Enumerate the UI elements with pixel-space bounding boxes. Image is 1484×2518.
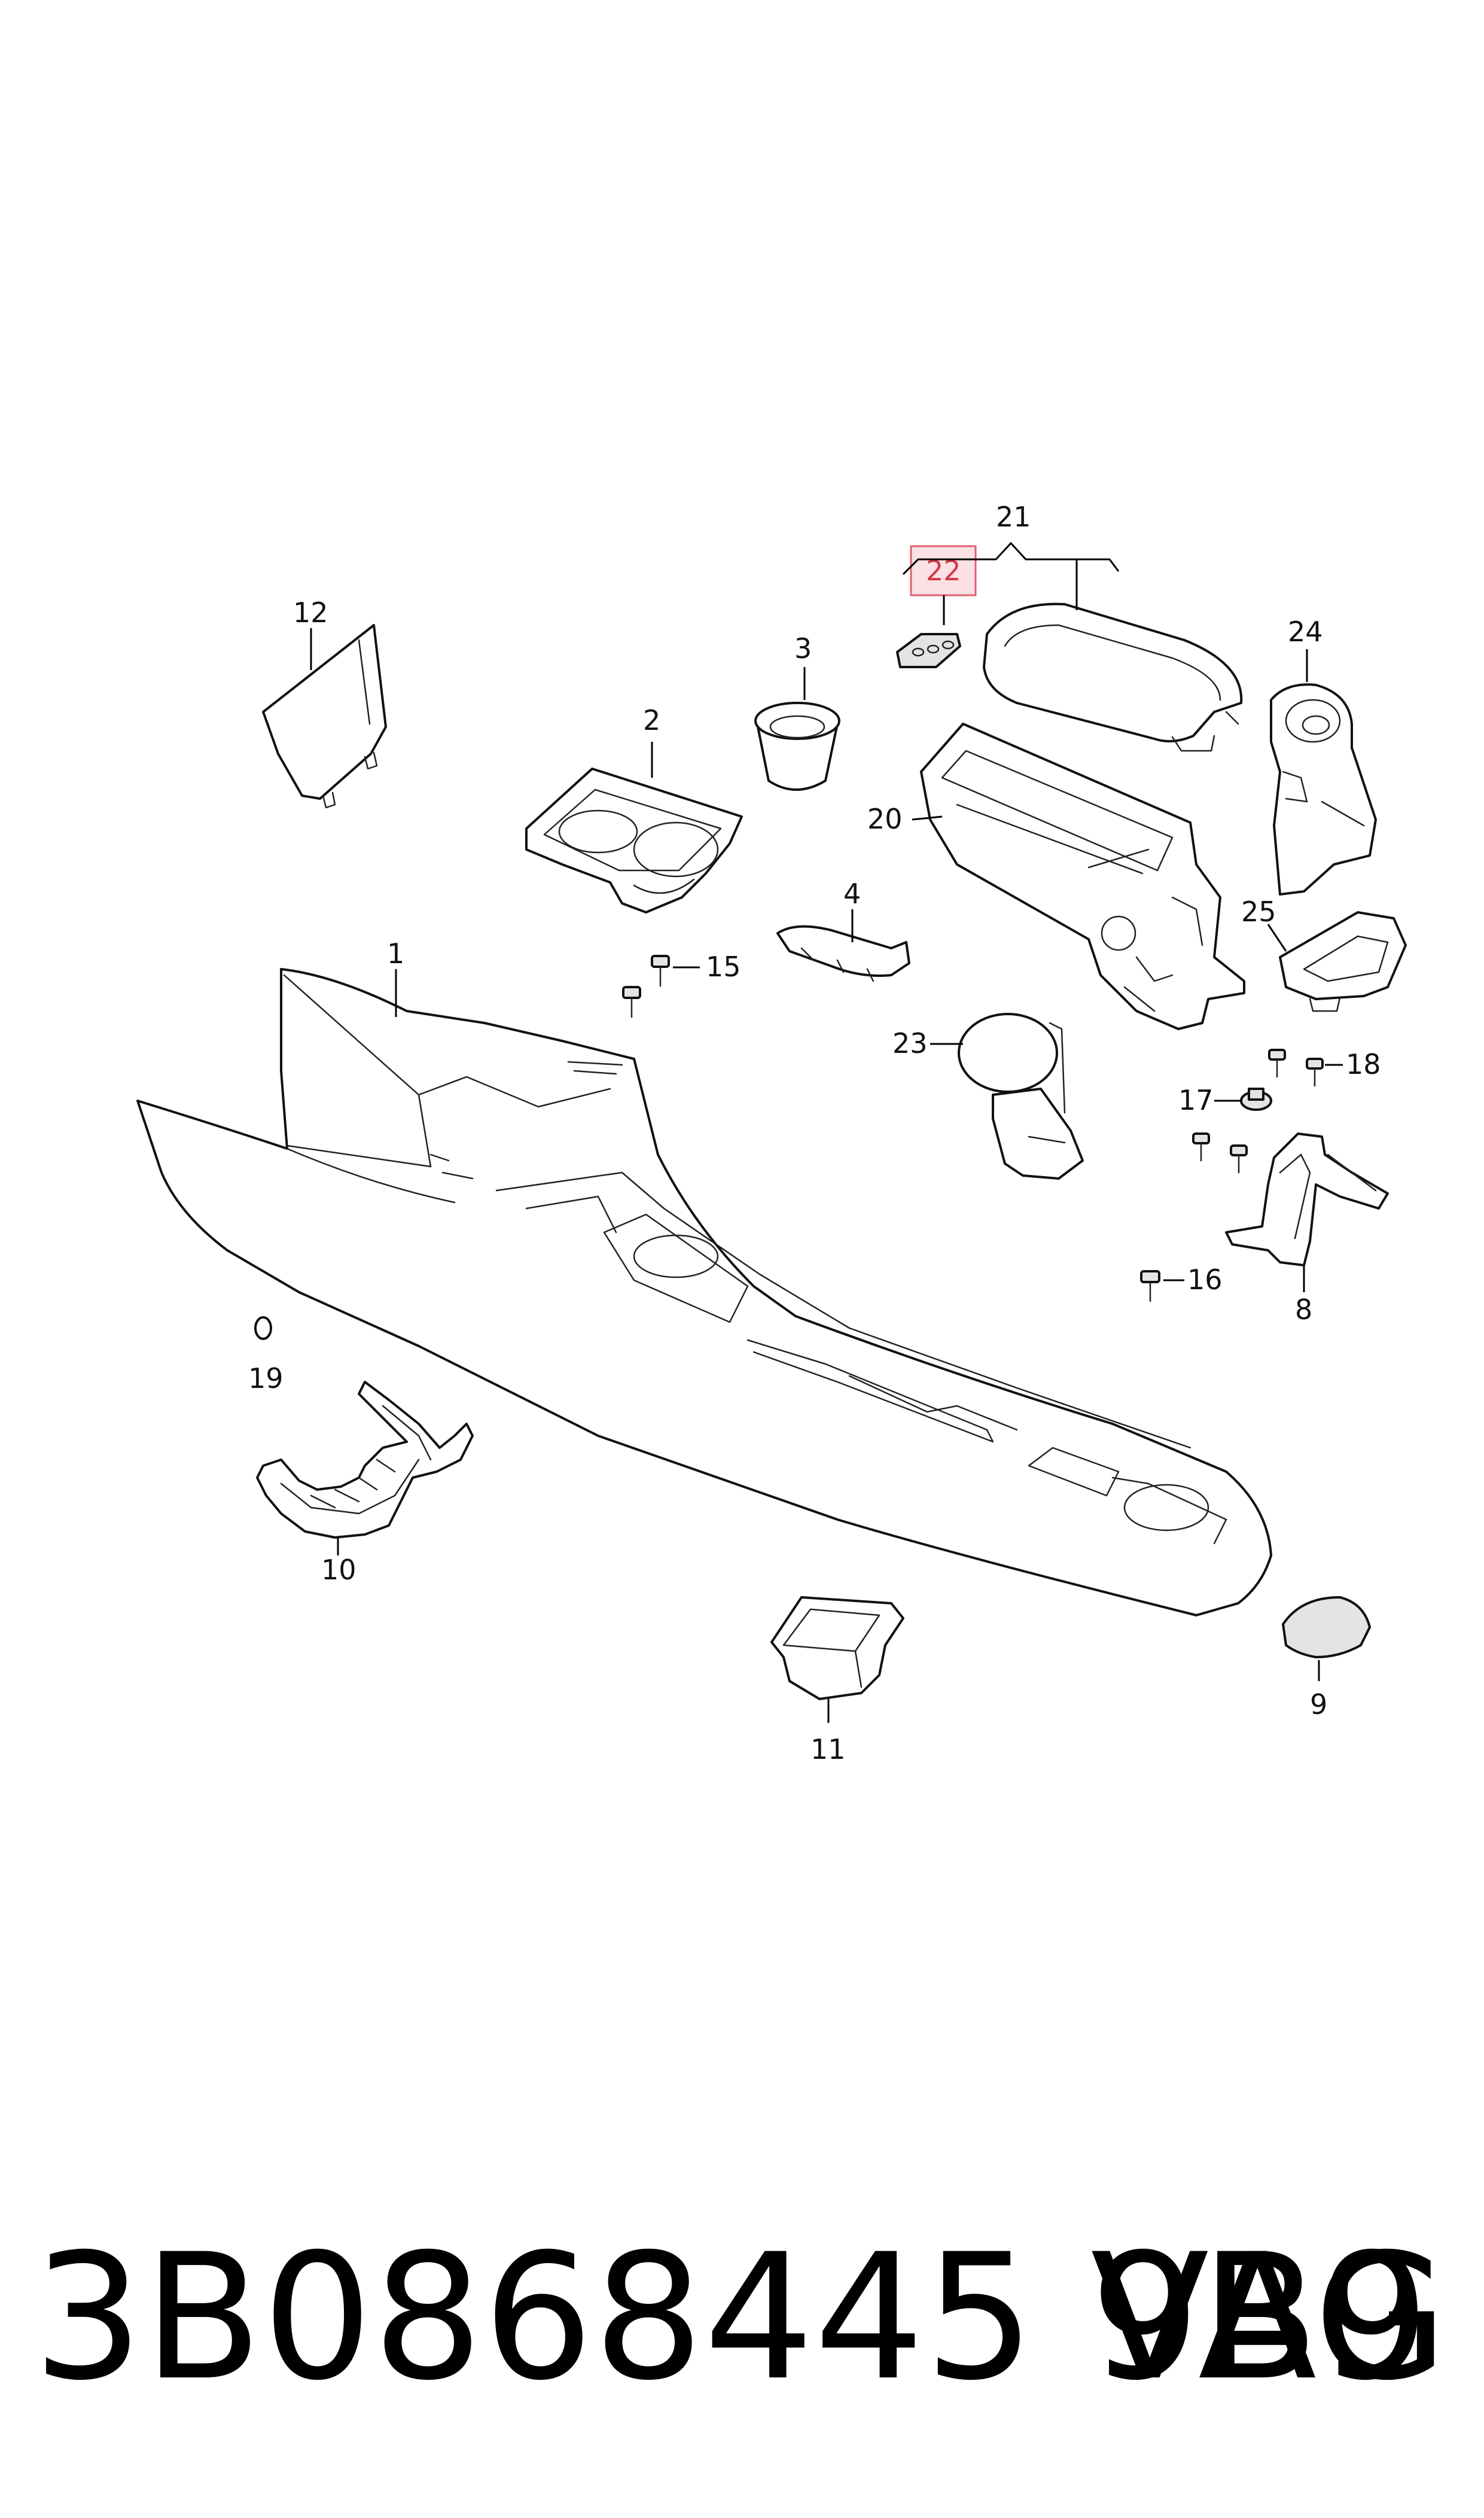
part-4-trim-strip [776, 925, 910, 982]
leader-25 [1267, 924, 1287, 952]
callout-19: 19 [248, 1362, 284, 1395]
callout-21: 21 [996, 501, 1031, 533]
callout-3: 3 [794, 632, 812, 665]
part-15-screws [622, 955, 670, 1018]
part-23-support-bracket [958, 1013, 1084, 1180]
callout-24: 24 [1288, 616, 1323, 648]
callout-4: 4 [843, 878, 861, 910]
part-12-side-trim-panel [262, 624, 387, 809]
part-9-end-cap [1282, 1596, 1371, 1658]
leader-21-bracket [902, 541, 1120, 576]
callout-12: 12 [293, 596, 328, 629]
callout-1: 1 [387, 937, 404, 970]
brand-label: VAG [1090, 2217, 1448, 2419]
callout-15: 15 [706, 951, 741, 983]
part-8-mounting-bracket [1225, 1132, 1389, 1266]
part-16-screw [1140, 1270, 1160, 1302]
part-24-bracket [1270, 683, 1377, 896]
callout-9: 9 [1310, 1688, 1327, 1721]
part-3-cup-insert [754, 702, 840, 791]
callout-18: 18 [1346, 1048, 1381, 1080]
callout-16: 16 [1187, 1263, 1223, 1296]
part-19-plug [254, 1316, 272, 1340]
part-18-screws [1268, 1049, 1324, 1087]
part-11-storage-bin [770, 1596, 904, 1700]
part-21-armrest-lid [983, 602, 1243, 752]
part-2-cup-holder-insert [525, 768, 743, 914]
callout-8: 8 [1295, 1293, 1312, 1326]
part-22-clip [896, 633, 961, 668]
part-1-center-console [136, 968, 1272, 1616]
part-25-small-tray [1279, 911, 1407, 1012]
callout-11: 11 [810, 1733, 846, 1765]
callout-2: 2 [643, 704, 660, 736]
callout-17: 17 [1178, 1084, 1214, 1116]
part-10-console-bracket [256, 1381, 474, 1539]
part-17-nut [1240, 1088, 1272, 1111]
part-20-storage-compartment [920, 723, 1245, 1030]
callout-10: 10 [321, 1554, 356, 1586]
part-number-label: 3B0868445 9B9 [33, 2217, 1430, 2419]
callout-20: 20 [867, 803, 903, 835]
leader-20 [912, 815, 943, 821]
callout-22-highlight-box[interactable] [910, 545, 977, 596]
callout-25: 25 [1241, 896, 1276, 928]
part-8-screws [1192, 1132, 1248, 1174]
callout-23: 23 [892, 1027, 928, 1059]
